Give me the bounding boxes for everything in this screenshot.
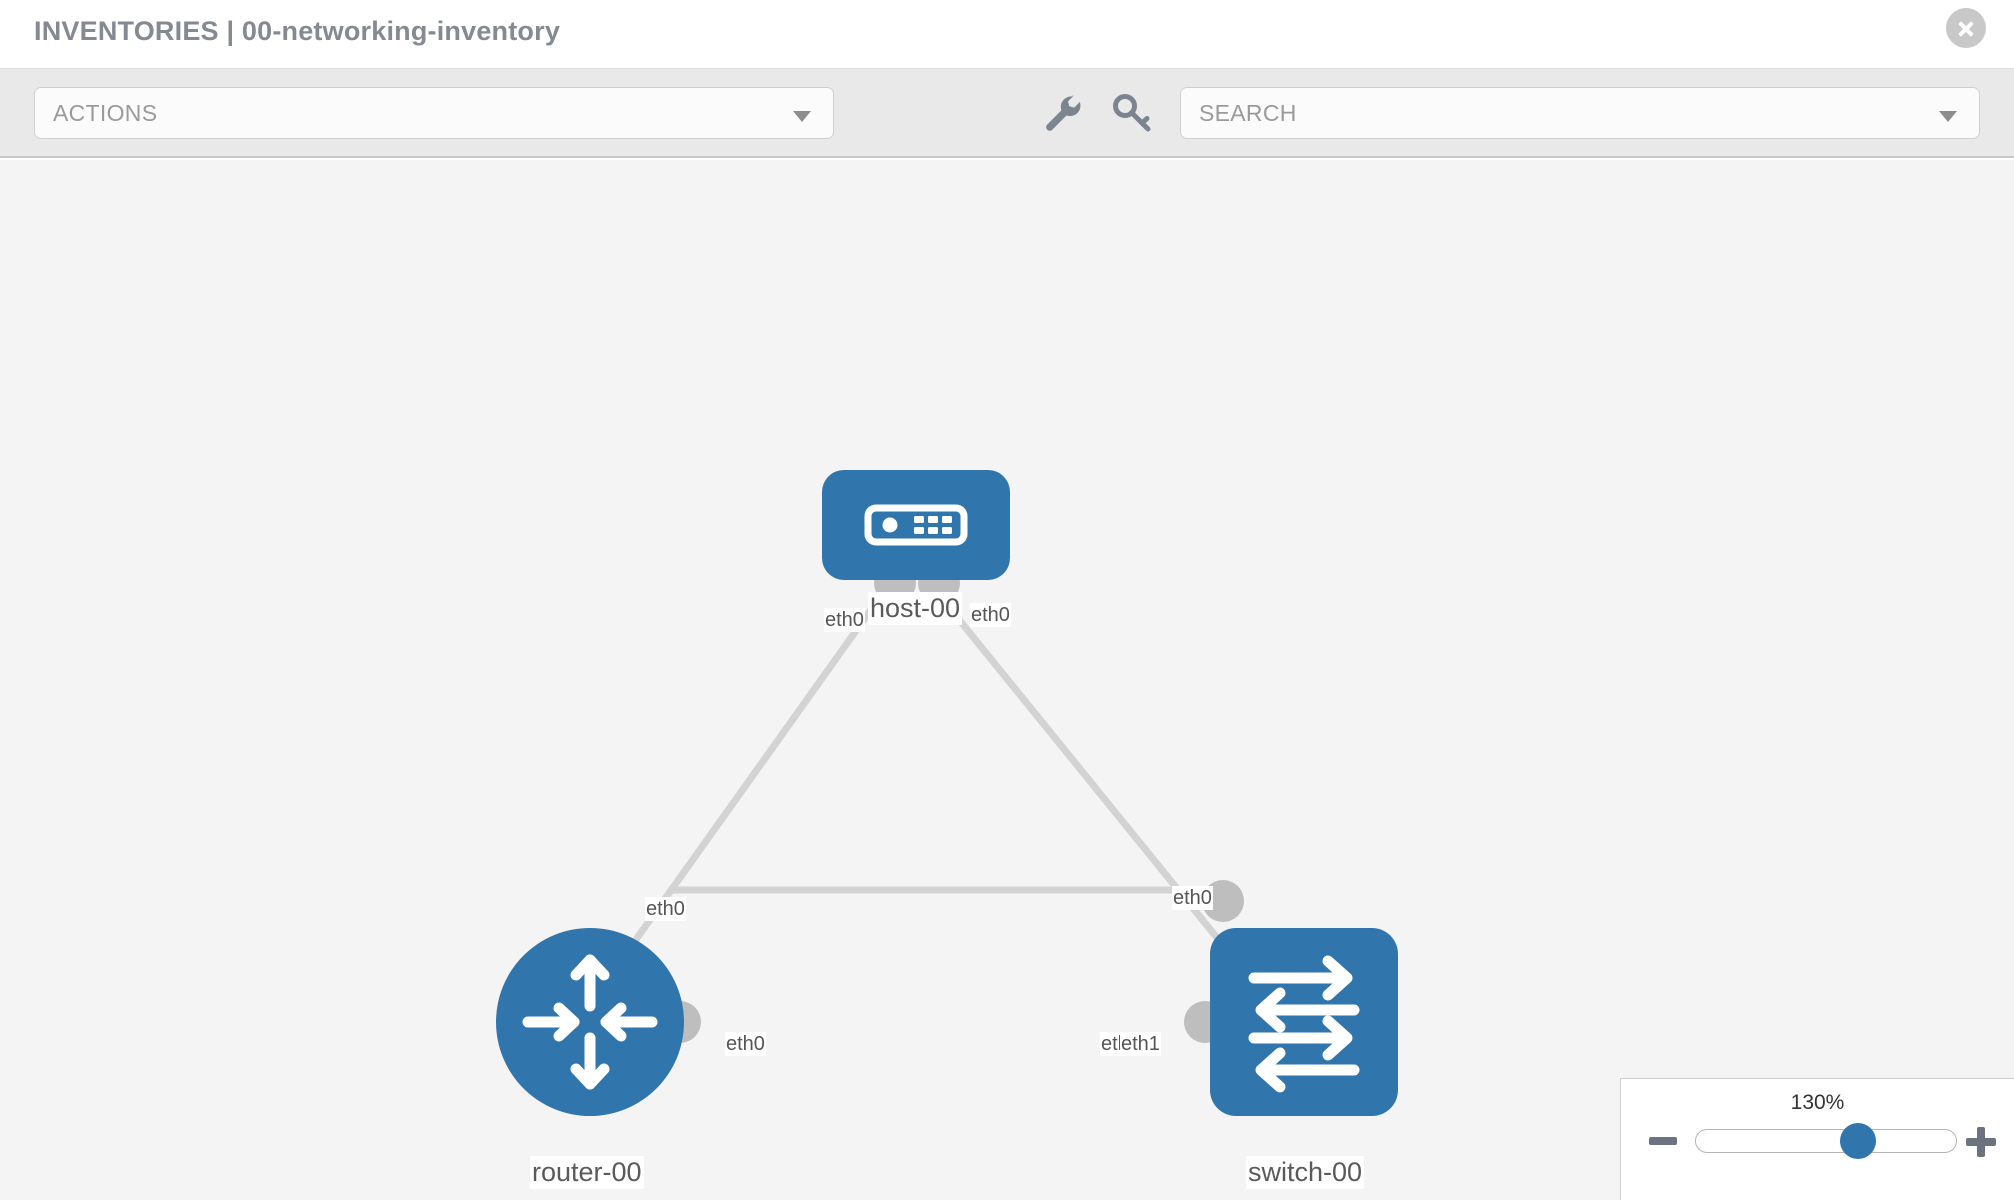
search-placeholder: SEARCH	[1199, 100, 1297, 126]
link-host00-router00	[597, 587, 888, 993]
node-router-00[interactable]	[496, 928, 701, 1116]
topology-canvas[interactable]: host-00 eth0 eth0	[0, 160, 2014, 1200]
page-title: INVENTORIES | 00-networking-inventory	[34, 16, 561, 46]
page-header: INVENTORIES | 00-networking-inventory	[0, 0, 2014, 68]
chevron-down-icon	[793, 111, 811, 122]
topology-links	[597, 587, 1238, 993]
node-switch-00[interactable]	[1184, 880, 1398, 1116]
search-input[interactable]: SEARCH	[1180, 87, 1980, 139]
iface-label-switch-up: eth0	[1172, 886, 1213, 910]
zoom-slider[interactable]	[1695, 1123, 1957, 1159]
host-node-icon[interactable]	[822, 470, 1010, 580]
actions-dropdown-label: ACTIONS	[53, 100, 158, 126]
iface-label-router-right: eth0	[725, 1032, 766, 1056]
toolbar: ACTIONS SEARCH	[0, 68, 2014, 158]
zoom-slider-thumb[interactable]	[1840, 1123, 1877, 1159]
zoom-percent-label: 130%	[1790, 1091, 1845, 1114]
switch-node-icon[interactable]	[1210, 928, 1398, 1116]
node-label-router-00: router-00	[530, 1156, 644, 1189]
iface-label-router-up: eth0	[645, 897, 686, 921]
zoom-in-button[interactable]	[1966, 1127, 1996, 1157]
server-icon	[864, 504, 968, 546]
node-label-host-00: host-00	[868, 592, 963, 625]
zoom-out-button[interactable]	[1649, 1137, 1677, 1145]
router-arrows-icon	[522, 954, 658, 1090]
switch-arrows-icon	[1248, 955, 1360, 1093]
key-icon[interactable]	[1108, 89, 1156, 137]
router-node-icon[interactable]	[496, 928, 684, 1116]
node-label-switch-00: switch-00	[1246, 1156, 1365, 1189]
iface-label-host-left: eth0	[824, 608, 865, 632]
close-icon[interactable]	[1946, 8, 1986, 48]
node-host-00[interactable]	[822, 470, 1010, 604]
iface-label-host-right: eth0	[970, 603, 1011, 627]
actions-dropdown[interactable]: ACTIONS	[34, 87, 834, 139]
iface-label-switch-left-b: eth1	[1120, 1032, 1161, 1056]
wrench-icon[interactable]	[1038, 89, 1086, 137]
chevron-down-icon[interactable]	[1939, 111, 1957, 122]
zoom-control: 130%	[1620, 1078, 2014, 1200]
